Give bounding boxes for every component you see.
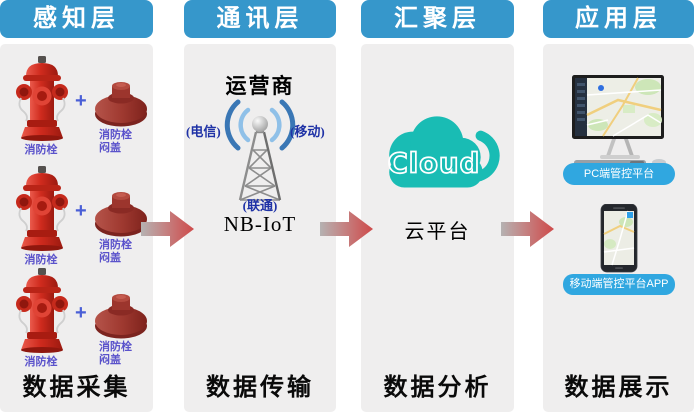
radio-tower-icon (224, 99, 296, 201)
sensor-row: 消防栓 + 消防栓 闷盖 (0, 268, 153, 370)
fire-hydrant-icon (16, 56, 68, 141)
column-aggregation-layer: 汇聚层 Cloud 云平台 数据分析 (361, 0, 514, 412)
cloud-platform-label: 云平台 (404, 221, 471, 243)
aggregation-header: 汇聚层 (361, 0, 514, 38)
mobile-platform-button: 移动端管控平台APP (563, 274, 675, 295)
plus-sign: + (75, 302, 87, 324)
sensor-row: 消防栓 + 消防栓 闷盖 (0, 56, 153, 158)
aggregation-footer-label: 数据分析 (383, 375, 492, 401)
pc-platform-button: PC端管控平台 (563, 163, 675, 185)
hydrant-label: 消防栓 (24, 254, 58, 266)
carrier-mobile-label: (移动) (290, 124, 325, 139)
column-application-layer: 应用层 PC端管控平台 (543, 0, 694, 412)
hydrant-cover-icon (95, 294, 147, 339)
communication-panel (184, 44, 336, 412)
plus-sign: + (75, 90, 87, 112)
plus-sign: + (75, 200, 87, 222)
flow-arrow-icon (141, 211, 194, 247)
operator-label: 运营商 (225, 74, 295, 98)
hydrant-label: 消防栓 (24, 144, 58, 156)
aggregation-panel (361, 44, 514, 412)
fire-hydrant-icon (16, 166, 68, 251)
cover-label: 消防栓 闷盖 (99, 129, 132, 154)
application-header: 应用层 (543, 0, 694, 38)
fire-hydrant-icon (16, 268, 68, 353)
application-footer-label: 数据展示 (564, 375, 673, 401)
carrier-telecom-label: (电信) (186, 124, 221, 139)
carrier-unicom-label: (联通) (242, 198, 278, 213)
sensor-row: 消防栓 + 消防栓 闷盖 (0, 166, 153, 268)
hydrant-label: 消防栓 (24, 356, 58, 368)
cover-label: 消防栓 闷盖 (99, 341, 132, 366)
cloud-icon: Cloud (387, 116, 500, 188)
smartphone-icon (600, 204, 638, 273)
nbiot-label: NB-IoT (223, 212, 297, 236)
flow-arrow-icon (320, 211, 373, 247)
perception-header: 感知层 (0, 0, 153, 38)
desktop-monitor-icon (572, 75, 666, 166)
communication-footer-label: 数据传输 (206, 375, 314, 401)
cover-label: 消防栓 闷盖 (99, 239, 132, 264)
column-perception-layer: 感知层 消防栓 + (0, 0, 153, 412)
column-communication-layer: 通讯层 运营商 (电信) (移动) (联通) NB-IoT 数据传输 (184, 0, 336, 412)
hydrant-cover-icon (95, 192, 147, 237)
perception-footer-label: 数据采集 (22, 375, 131, 401)
hydrant-cover-icon (95, 82, 147, 127)
communication-header: 通讯层 (184, 0, 336, 38)
flow-arrow-icon (501, 211, 554, 247)
cloud-logo-text: Cloud (388, 148, 481, 179)
